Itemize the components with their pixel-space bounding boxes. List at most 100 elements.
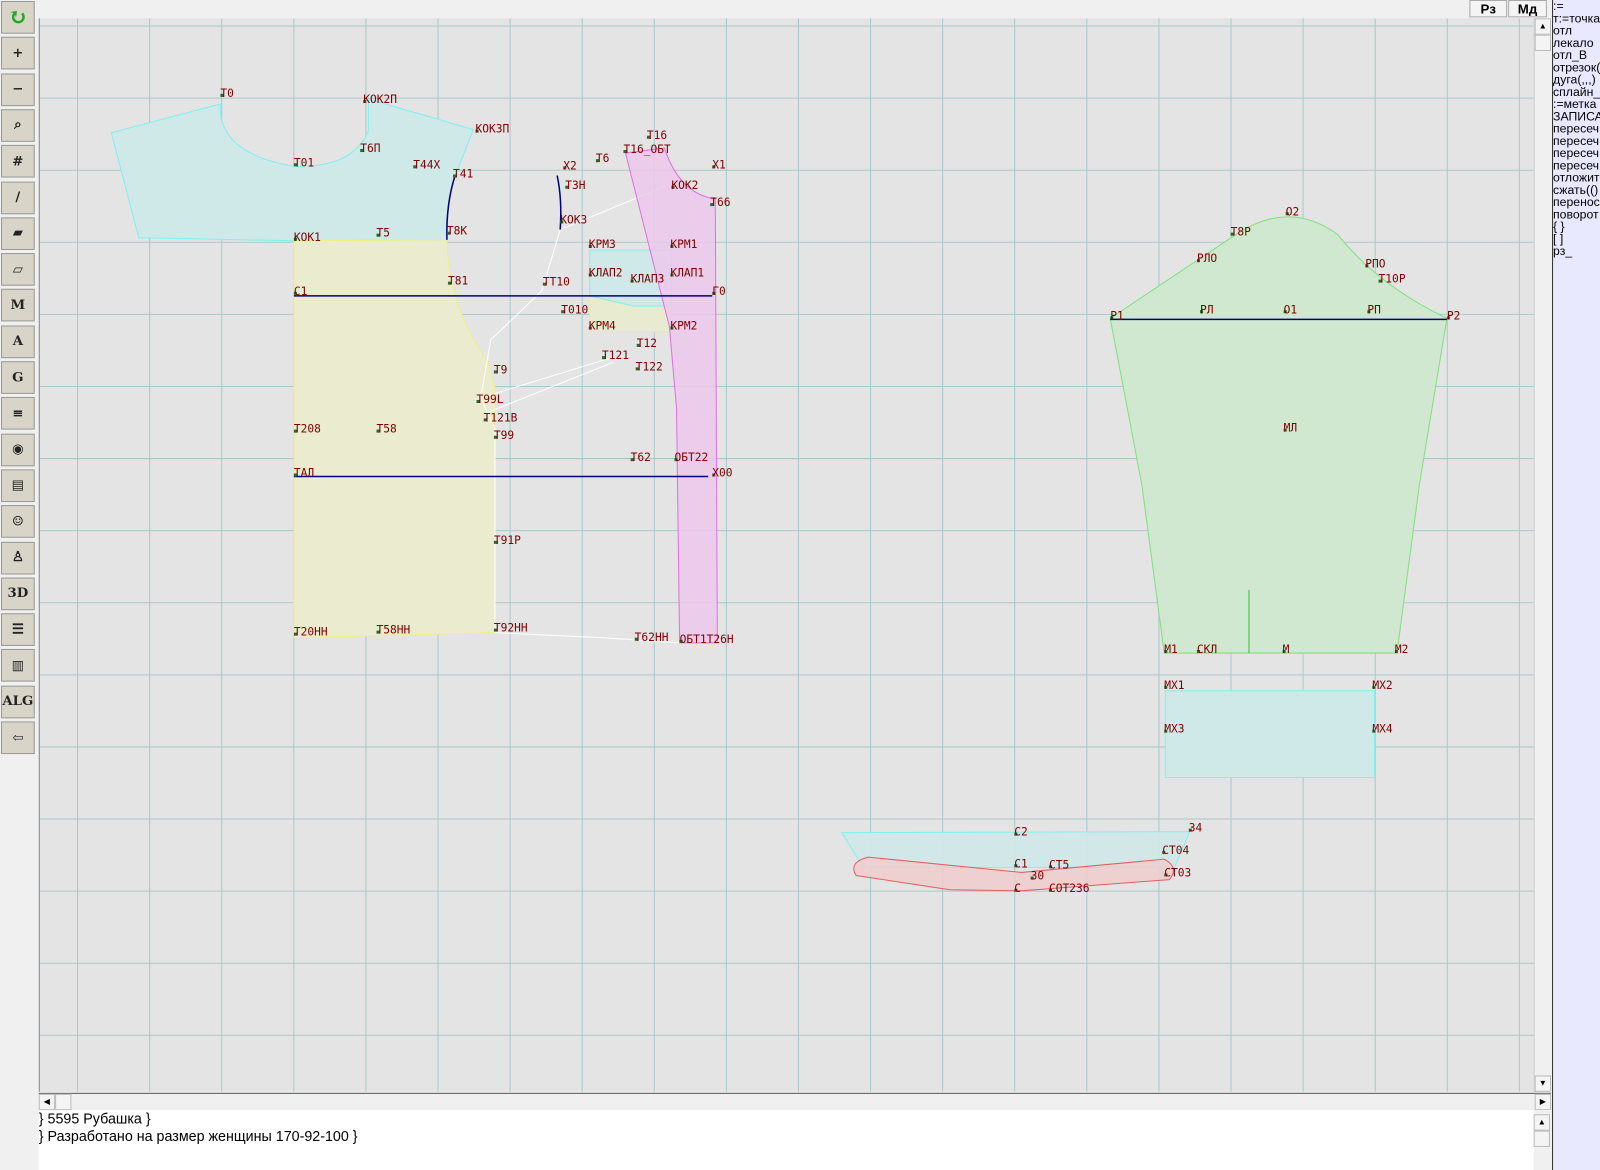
command-item[interactable]: сжать((): [1553, 182, 1599, 197]
camera-button[interactable]: ◉: [1, 433, 35, 466]
point-label: КЛАП3: [631, 273, 665, 286]
point-label: З4: [1189, 822, 1203, 835]
zoom-in-button[interactable]: +: [1, 37, 35, 70]
point-label: КРМ3: [589, 238, 616, 251]
point-label: Х00: [712, 467, 733, 480]
command-item[interactable]: [ ]: [1553, 231, 1564, 246]
point-label: Т41: [453, 168, 473, 181]
command-item[interactable]: пересеч: [1553, 158, 1600, 173]
command-item[interactable]: дуга(,,,): [1553, 72, 1596, 87]
scroll-left-button[interactable]: ◀: [38, 1093, 56, 1111]
command-item[interactable]: отл_В: [1553, 47, 1588, 63]
scroll-right-button[interactable]: ▶: [1534, 1093, 1552, 1111]
grid-icon: #: [12, 153, 24, 170]
command-item[interactable]: отл: [1553, 23, 1573, 38]
photo-button[interactable]: ☺: [1, 505, 35, 538]
point-marker: [1048, 865, 1053, 869]
point-marker: [1030, 876, 1034, 880]
md-button[interactable]: Мд: [1508, 0, 1547, 18]
point-marker: [635, 367, 639, 371]
3d-button[interactable]: 3D: [1, 577, 35, 610]
info-scrollbar[interactable]: ▲: [1533, 1110, 1552, 1170]
point-marker: [712, 291, 716, 295]
horizontal-scrollbar[interactable]: ◀ ▶: [38, 1092, 1552, 1112]
command-item[interactable]: ЗАПИСА: [1553, 109, 1600, 124]
zoom-fit-button[interactable]: ⌕: [1, 109, 35, 142]
segment-button[interactable]: /: [1, 181, 35, 214]
point-marker: [453, 174, 457, 178]
grid-button[interactable]: #: [1, 145, 35, 178]
vertical-scrollbar[interactable]: ▲ ▼: [1533, 18, 1553, 1092]
point-marker: [1162, 851, 1166, 855]
point-marker: [476, 399, 480, 404]
table-button[interactable]: ▤: [1, 469, 35, 502]
point-label: Г0: [712, 285, 726, 298]
point-marker: [595, 159, 599, 163]
refresh-button[interactable]: ↻: [1, 1, 35, 34]
top-bar: Рз Мд: [37, 0, 1553, 19]
zoom-out-button[interactable]: −: [1, 73, 35, 106]
command-item[interactable]: т:=точка: [1553, 11, 1600, 26]
info-scroll-thumb[interactable]: [1533, 1130, 1550, 1147]
command-item[interactable]: :=: [1553, 0, 1564, 14]
command-item[interactable]: :=метка: [1553, 96, 1597, 112]
point-label: Т208: [294, 423, 321, 436]
grade-icon: G: [12, 369, 24, 386]
point-marker: [670, 273, 674, 277]
point-label: Т3Н: [565, 179, 585, 192]
rz-button[interactable]: Рз: [1469, 0, 1508, 18]
point-marker: [588, 273, 592, 277]
text-list-button[interactable]: ☰: [1, 613, 35, 647]
map-button[interactable]: ▰: [1, 217, 35, 250]
ruler-button[interactable]: ≡: [1, 397, 35, 430]
command-item[interactable]: рз_: [1553, 243, 1573, 259]
command-item[interactable]: пересеч: [1553, 145, 1600, 161]
scroll-up-button[interactable]: ▲: [1534, 18, 1552, 35]
point-marker: [561, 310, 565, 314]
command-item[interactable]: лекало: [1553, 35, 1594, 50]
hscroll-thumb[interactable]: [55, 1093, 72, 1111]
point-marker: [1378, 279, 1382, 283]
command-item[interactable]: { }: [1553, 219, 1565, 234]
point-marker: [1372, 685, 1376, 689]
point-label: КОК2: [671, 179, 698, 192]
scroll-down-button[interactable]: ▼: [1534, 1075, 1552, 1092]
command-item[interactable]: перенос: [1553, 194, 1600, 210]
zoom-in-icon: +: [12, 45, 24, 62]
info-text-area[interactable]: } 5595 Рубашка } } Разработано на размер…: [38, 1110, 1552, 1170]
books-button[interactable]: ▥: [1, 649, 35, 683]
front-piece: [293, 239, 496, 639]
point-marker: [710, 203, 714, 207]
back-outline: [480, 229, 680, 644]
point-label: Т121: [602, 349, 629, 362]
model-button[interactable]: M: [1, 289, 35, 322]
scroll-thumb[interactable]: [1534, 34, 1552, 52]
point-label: ТТ10: [543, 276, 570, 289]
pattern-button[interactable]: ▱: [1, 253, 35, 286]
point-marker: [376, 429, 380, 433]
point-label: М1: [1164, 643, 1178, 656]
point-marker: [588, 244, 592, 248]
point-label: Т62НН: [635, 631, 669, 644]
refresh-icon: ↻: [8, 4, 28, 31]
point-label: Т62: [631, 451, 651, 464]
jacket-button[interactable]: ♙: [1, 541, 35, 574]
exit-button[interactable]: ⇦: [1, 721, 35, 755]
point-label: СТ5: [1049, 858, 1069, 871]
command-item[interactable]: поворот: [1553, 207, 1599, 222]
command-item[interactable]: отрезок(: [1553, 60, 1600, 75]
compass-button[interactable]: A: [1, 325, 35, 358]
point-label: Т58: [377, 423, 398, 436]
info-scroll-up[interactable]: ▲: [1533, 1114, 1550, 1131]
grade-button[interactable]: G: [1, 361, 35, 394]
point-label: КРМ2: [670, 320, 697, 333]
point-marker: [634, 637, 638, 641]
command-item[interactable]: пересеч: [1553, 121, 1600, 136]
command-item[interactable]: пересеч: [1553, 133, 1600, 148]
command-item[interactable]: сплайн_: [1553, 84, 1600, 99]
command-item[interactable]: отложит: [1553, 170, 1600, 185]
algorithm-button[interactable]: ALG: [1, 685, 35, 719]
